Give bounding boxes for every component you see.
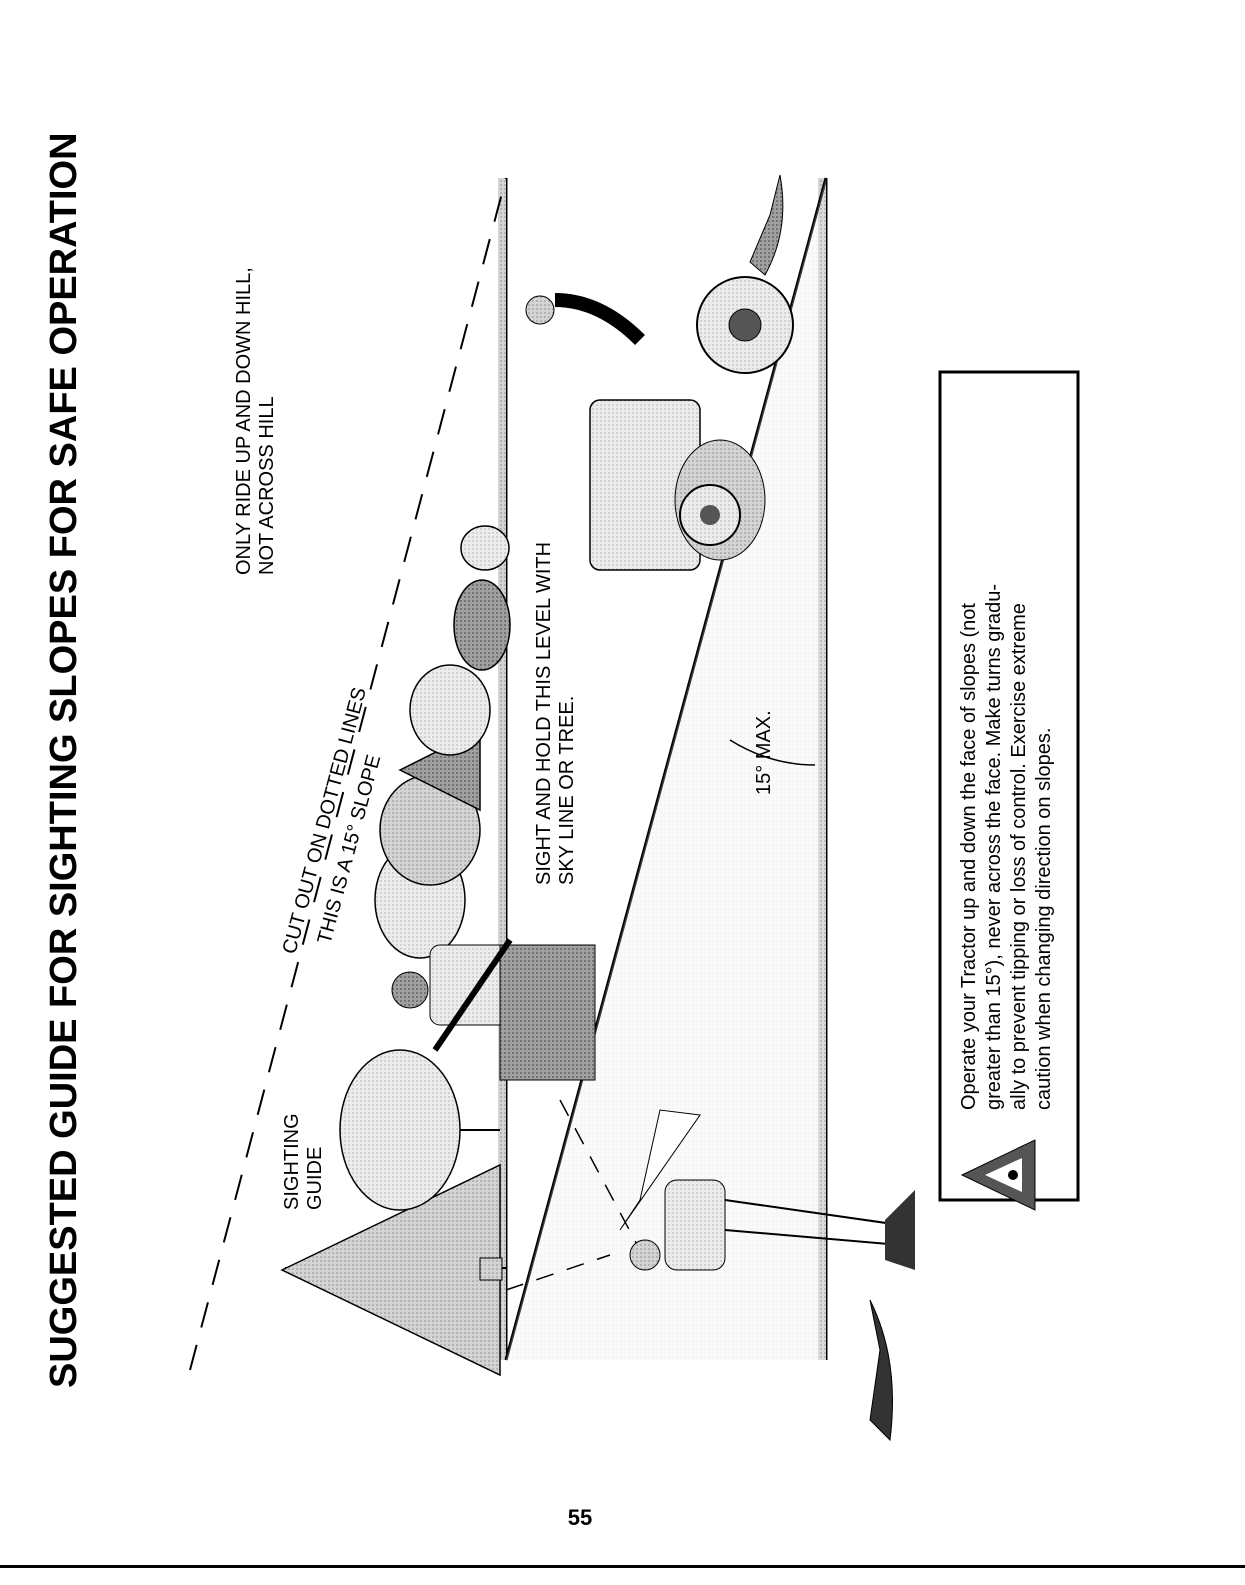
round-tree-icon xyxy=(339,1049,461,1211)
warning-text-line: greater than 15°), never across the face… xyxy=(983,584,1005,1110)
direction-arrow-icon xyxy=(869,1299,893,1442)
page-title: SUGGESTED GUIDE FOR SIGHTING SLOPES FOR … xyxy=(43,132,85,1388)
tractor-on-slope-illustration xyxy=(525,276,794,571)
page-number: 55 xyxy=(567,1505,593,1530)
angle-arc xyxy=(729,739,816,766)
tractor-rider-illustration xyxy=(391,938,596,1081)
warning-text-line: ally to prevent tipping or loss of contr… xyxy=(1008,603,1030,1110)
warning-triangle-icon xyxy=(960,1139,1036,1211)
only-ride-label-line2: NOT ACROSS HILL xyxy=(256,396,278,575)
max-label: 15° MAX. xyxy=(753,710,775,795)
warning-box: Operate your Tractor up and down the fac… xyxy=(938,370,1080,1211)
person-sighting-illustration xyxy=(619,1109,915,1271)
bottom-rule xyxy=(0,1565,1245,1568)
sighting-guide-label-line2: GUIDE xyxy=(304,1147,326,1210)
warning-text-line: Operate your Tractor up and down the fac… xyxy=(958,603,980,1110)
dotted-cut-line xyxy=(189,177,507,1371)
direction-arrow-icon xyxy=(749,174,784,276)
only-ride-label: ONLY RIDE UP AND DOWN HILL, xyxy=(233,267,255,575)
sighting-guide-label: SIGHTING xyxy=(281,1113,303,1210)
tree-illustrations xyxy=(280,525,511,1377)
sight-hold-label: SIGHT AND HOLD THIS LEVEL WITH xyxy=(533,542,555,885)
sight-hold-label-line2: SKY LINE OR TREE. xyxy=(556,696,578,885)
warning-text-line: caution when changing direction on slope… xyxy=(1033,728,1055,1110)
